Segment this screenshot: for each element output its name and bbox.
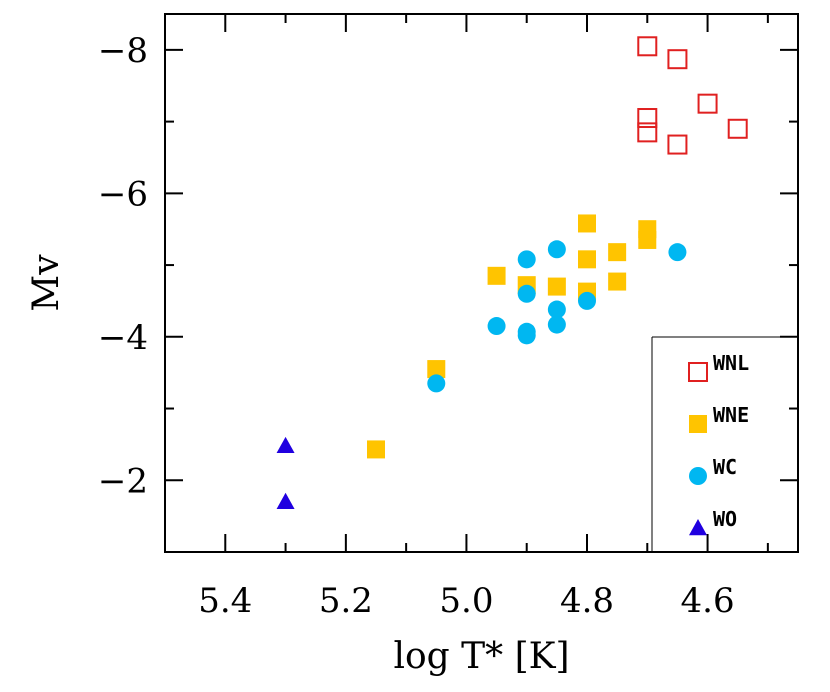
legend-marker-wo [689, 519, 707, 536]
axes: 5.4 5.2 5.0 4.8 4.6 −8 −6 −4 −2 [98, 13, 799, 621]
point-wnl [637, 108, 658, 129]
point-wnl [637, 122, 658, 143]
point-wc [517, 326, 536, 345]
point-wnl [667, 49, 688, 70]
legend-label-wc: WC [713, 455, 737, 479]
point-wne [608, 243, 627, 262]
point-wc [668, 243, 687, 262]
legend-label-wo: WO [713, 507, 737, 531]
plot-frame [164, 13, 799, 553]
point-wc [517, 284, 536, 303]
point-wne [487, 266, 506, 285]
legend-marker-wne [689, 415, 707, 433]
y-tick-label: −2 [98, 461, 148, 501]
y-tick-label: −8 [98, 31, 148, 71]
legend: WNL WNE WC WO [651, 336, 798, 552]
point-wne [578, 250, 596, 269]
point-wc [578, 291, 596, 310]
legend-marker-wnl [688, 362, 708, 382]
point-wc [547, 240, 566, 259]
x-axis-title: log T* [K] [393, 636, 569, 677]
point-wc [487, 317, 506, 336]
x-tick-label: 4.6 [681, 581, 735, 621]
point-wo [276, 436, 295, 454]
point-wne [638, 230, 657, 249]
legend-label-wne: WNE [713, 403, 749, 427]
point-wne [547, 277, 566, 296]
point-wne [427, 360, 446, 379]
x-tick-label: 5.4 [198, 581, 252, 621]
y-tick-label: −6 [98, 174, 148, 214]
data-points [276, 36, 748, 509]
legend-marker-wc [689, 467, 707, 485]
point-wc [547, 300, 566, 319]
point-wnl [727, 118, 748, 139]
point-wne [608, 272, 627, 291]
x-tick-label: 5.0 [439, 581, 493, 621]
point-wo [276, 492, 295, 509]
legend-label-wnl: WNL [713, 351, 749, 375]
y-tick-label: −4 [98, 318, 148, 358]
point-wne [578, 214, 596, 233]
y-axis-title: Mv [26, 254, 67, 312]
point-wc [427, 374, 446, 393]
point-wnl [637, 36, 658, 57]
point-wc [517, 250, 536, 269]
point-wnl [697, 93, 718, 114]
x-tick-label: 5.2 [319, 581, 373, 621]
point-wc [547, 315, 566, 334]
x-tick-label: 4.8 [560, 581, 614, 621]
point-wnl [667, 134, 688, 155]
point-wne [367, 440, 385, 459]
